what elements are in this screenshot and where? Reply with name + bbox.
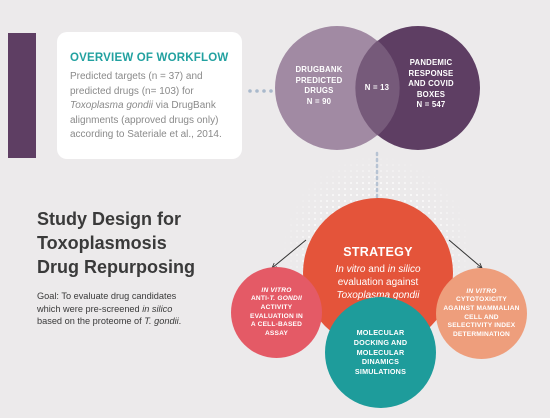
molecular-docking-circle: MOLECULAR DOCKING AND MOLECULAR DINAMICS… xyxy=(325,297,436,408)
strategy-text: In vitro and in silico evaluation agains… xyxy=(335,263,420,302)
workflow-line: alignments (approved drugs only) xyxy=(70,114,219,126)
circle-line: A CELL-BASED xyxy=(250,321,303,329)
venn-right-line: PANDEMIC xyxy=(409,58,453,67)
venn-left-line: DRUGBANK xyxy=(295,65,343,74)
arrow-to-left-circle xyxy=(272,239,307,268)
circle-line: DOCKING AND xyxy=(353,337,408,347)
workflow-title: OVERVIEW OF WORKFLOW xyxy=(70,52,229,64)
circle-italic: IN VITRO xyxy=(261,286,292,294)
circle-italic: T. GONDII xyxy=(269,295,303,303)
venn-left-line: N = 90 xyxy=(306,96,332,106)
circle-line: EVALUATION IN xyxy=(250,312,303,320)
in-vitro-activity-circle: IN VITRO ANTI-T. GONDII ACTIVITY EVALUAT… xyxy=(231,267,322,358)
circle-line: CELL AND xyxy=(464,313,499,321)
workflow-species: Toxoplasma gondii xyxy=(70,100,154,111)
goal-line: which were pre-screened xyxy=(37,303,143,314)
workflow-description: Predicted targets (n = 37) and predicted… xyxy=(70,70,238,143)
circle-line: SIMULATIONS xyxy=(354,367,407,377)
molecular-docking-text: MOLECULAR DOCKING AND MOLECULAR DINAMICS… xyxy=(354,328,407,377)
circle-line: ACTIVITY xyxy=(260,303,293,311)
venn-right-label: PANDEMIC RESPONSE AND COVID BOXES N = 54… xyxy=(398,58,464,111)
strategy-italic: In vitro xyxy=(335,263,366,275)
venn-right-line: N = 547 xyxy=(416,100,446,109)
goal-italic: T. gondii xyxy=(144,316,179,326)
arrow-to-right-circle xyxy=(448,239,482,268)
circle-line: SELECTIVITY INDEX xyxy=(447,322,516,330)
venn-right-line: RESPONSE xyxy=(408,68,454,78)
strategy-species: Toxoplasma gondii xyxy=(336,289,420,301)
strategy-line: and xyxy=(365,263,388,275)
study-title-line: Study Design for xyxy=(37,209,182,229)
study-title-line: Drug Repurposing xyxy=(37,257,195,277)
circle-line: AGAINST MAMMALIAN xyxy=(443,304,520,312)
circle-line: ANTI- xyxy=(250,295,270,303)
goal-line: . xyxy=(178,316,182,326)
goal-line: based on the proteome of xyxy=(37,316,145,326)
workflow-line: via DrugBank xyxy=(153,100,216,111)
circle-line: MOLECULAR xyxy=(356,347,405,357)
workflow-line: predicted drugs (n= 103) for xyxy=(70,85,194,97)
cytotoxicity-text: IN VITRO CYTOTOXICITY AGAINST MAMMALIAN … xyxy=(443,288,519,340)
circle-italic: IN VITRO xyxy=(466,287,497,295)
connector-dots xyxy=(248,89,273,93)
venn-right-line: AND COVID xyxy=(408,79,454,88)
circle-line: DINAMICS xyxy=(361,357,400,367)
workflow-line: Predicted targets (n = 37) and xyxy=(70,71,203,82)
circle-line: ASSAY xyxy=(264,329,289,337)
venn-left-line: DRUGS xyxy=(304,86,334,95)
venn-left-label: DRUGBANK PREDICTED DRUGS N = 90 xyxy=(282,65,356,107)
venn-overlap xyxy=(355,40,400,136)
in-vitro-activity-text: IN VITRO ANTI-T. GONDII ACTIVITY EVALUAT… xyxy=(250,287,303,339)
circle-line: MOLECULAR xyxy=(356,328,405,337)
strategy-line: evaluation against xyxy=(337,276,419,288)
study-title-line: Toxoplasmosis xyxy=(37,233,167,253)
workflow-card: OVERVIEW OF WORKFLOW Predicted targets (… xyxy=(57,32,242,159)
side-accent-bar xyxy=(8,33,36,158)
venn-right-line: BOXES xyxy=(416,89,446,99)
workflow-line: according to Sateriale et al., 2014. xyxy=(70,129,222,140)
study-title: Study Design for Toxoplasmosis Drug Repu… xyxy=(37,207,227,279)
venn-left-line: PREDICTED xyxy=(295,75,343,85)
strategy-title: STRATEGY xyxy=(343,244,413,259)
circle-line: CYTOTOXICITY xyxy=(456,296,507,304)
venn-overlap-label: N = 13 xyxy=(364,83,390,92)
goal-line: Goal: To evaluate drug candidates xyxy=(37,291,177,301)
cytotoxicity-circle: IN VITRO CYTOTOXICITY AGAINST MAMMALIAN … xyxy=(436,268,527,359)
goal-text: Goal: To evaluate drug candidates which … xyxy=(37,290,227,328)
strategy-italic: in silico xyxy=(387,263,421,275)
goal-italic: in silico xyxy=(142,303,173,314)
circle-line: DETERMINATION xyxy=(452,330,511,338)
